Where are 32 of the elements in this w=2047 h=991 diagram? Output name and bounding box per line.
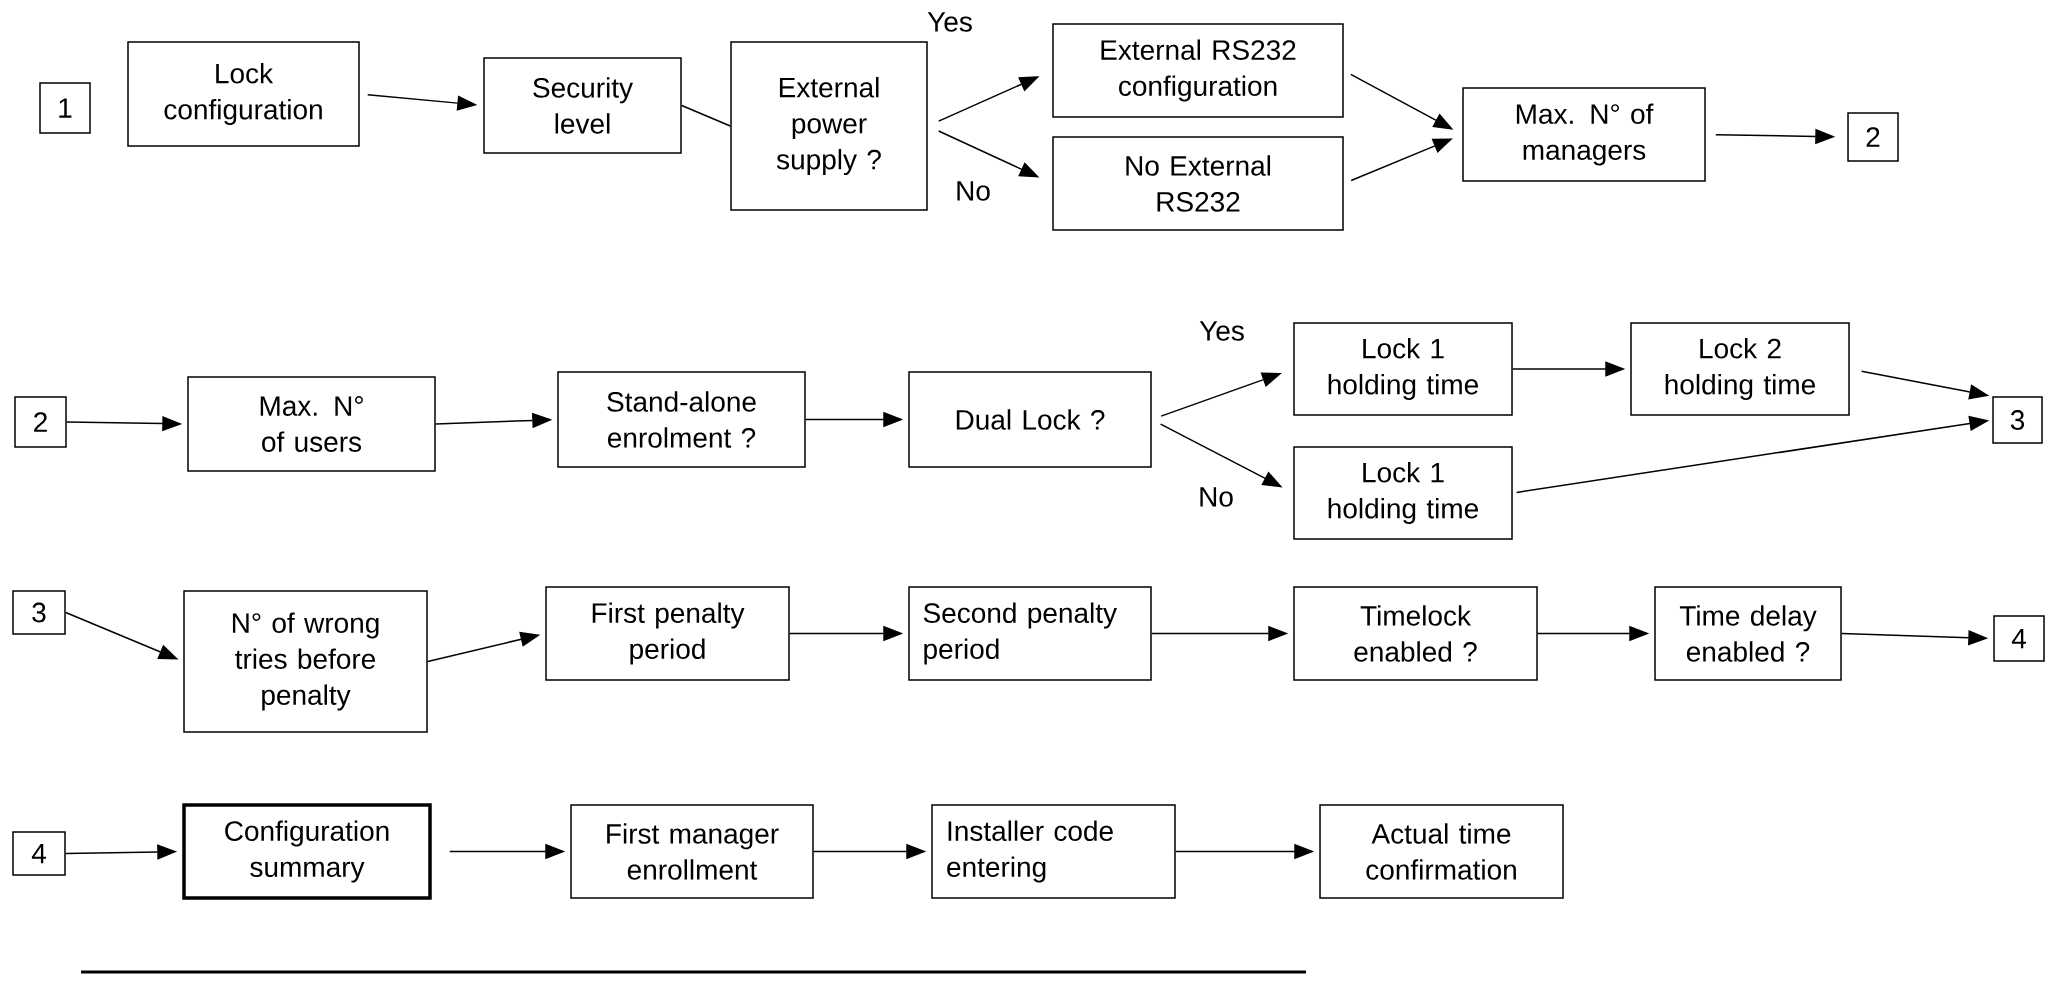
connector-box: 3 — [12, 590, 66, 635]
process-box: N° of wrong tries before penalty — [183, 590, 428, 733]
edge-label: Yes — [1197, 319, 1247, 343]
process-box: External RS232 configuration — [1052, 23, 1344, 118]
decision-box: External power supply ? — [730, 41, 928, 211]
edge-label: No — [953, 179, 993, 203]
connector-box: 4 — [1993, 615, 2045, 662]
process-box: Actual time confirmation — [1319, 804, 1564, 899]
decision-box: Stand-alone enrolment ? — [557, 371, 806, 468]
process-box: Second penalty period — [908, 586, 1152, 681]
process-box: First penalty period — [545, 586, 790, 681]
process-box: Lock 1 holding time — [1293, 322, 1513, 416]
process-box: Installer code entering — [931, 804, 1176, 899]
summary-box: Configuration summary — [182, 803, 432, 900]
decision-box: Timelock enabled ? — [1293, 586, 1538, 681]
decision-box: Dual Lock ? — [908, 371, 1152, 468]
process-box: Security level — [483, 57, 682, 154]
edge-label: Yes — [925, 10, 975, 34]
process-box: Lock configuration — [127, 41, 360, 147]
connector-box: 2 — [1847, 112, 1899, 162]
decision-box: Time delay enabled ? — [1654, 586, 1842, 681]
process-box: First manager enrollment — [570, 804, 814, 899]
connector-box: 3 — [1992, 396, 2043, 444]
connector-box: 2 — [14, 396, 67, 448]
connector-box: 4 — [12, 831, 66, 876]
process-box: Lock 1 holding time — [1293, 446, 1513, 540]
process-box: Max. N° of users — [187, 376, 436, 472]
process-box: No External RS232 — [1052, 136, 1344, 231]
process-box: Max. N° of managers — [1462, 87, 1706, 182]
connector-box: 1 — [39, 82, 91, 134]
process-box: Lock 2 holding time — [1630, 322, 1850, 416]
edge-label: No — [1196, 485, 1236, 509]
